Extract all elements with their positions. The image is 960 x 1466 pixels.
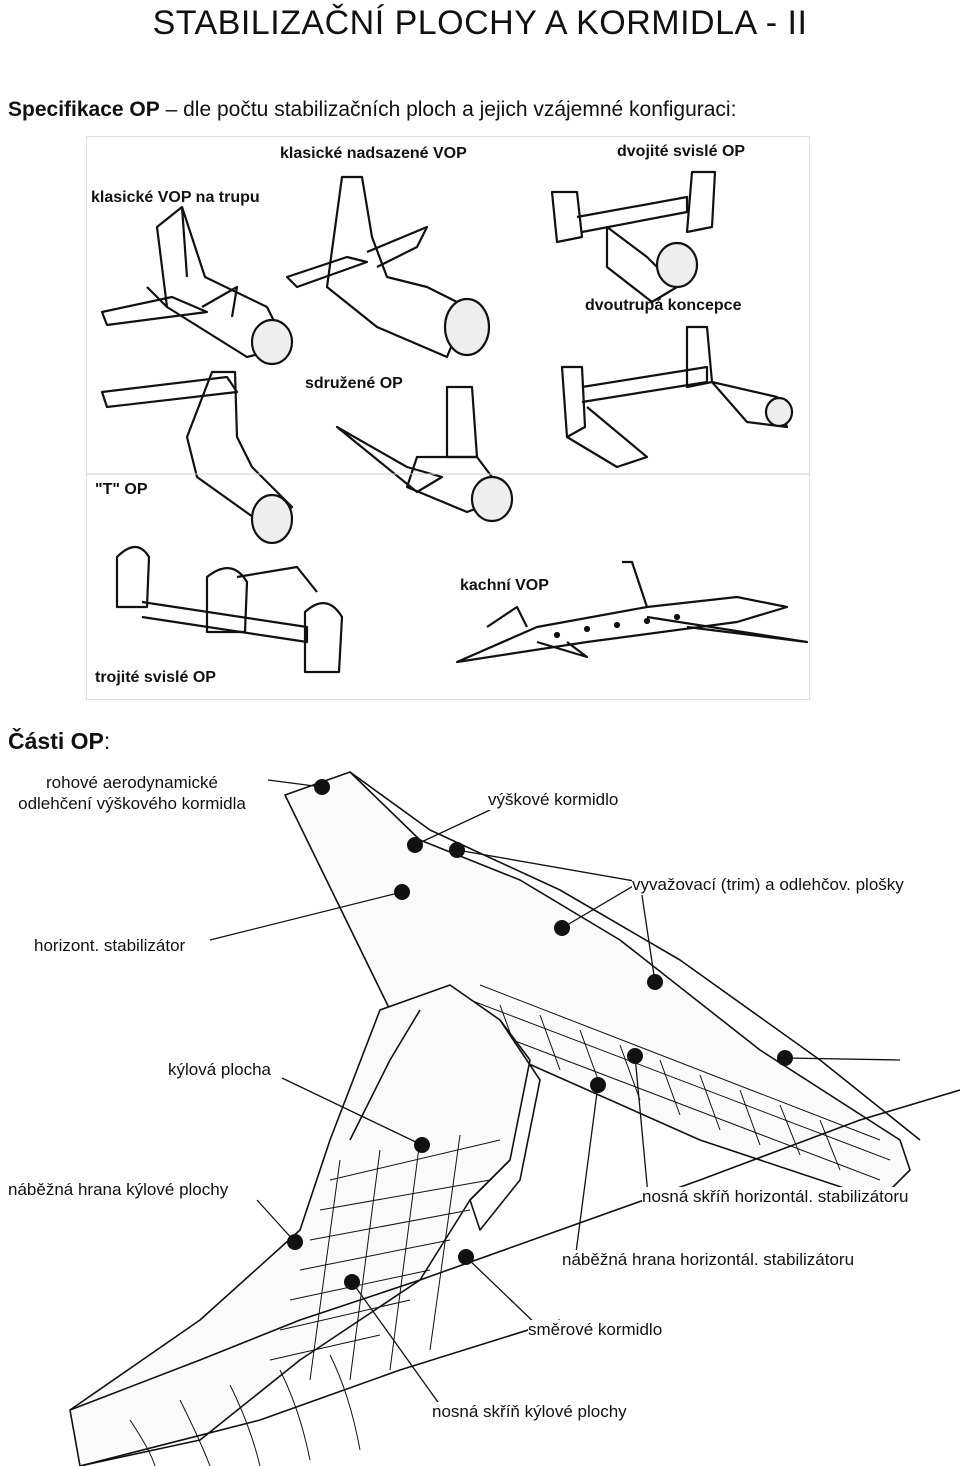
callout-fin: kýlová plocha [168, 1060, 272, 1080]
specification-heading: Specifikace OP [8, 98, 160, 121]
label-double-vertical: dvojité svislé OP [617, 143, 746, 160]
specification-text: dle počtu stabilizačních ploch a jejich … [183, 98, 737, 121]
page-title: STABILIZAČNÍ PLOCHY A KORMIDLA - II [152, 4, 808, 42]
tail-cutaway-drawing [69, 771, 960, 1466]
callout-dots [287, 779, 793, 1290]
callout-rudder: směrové kormidlo [528, 1320, 663, 1340]
parts-heading: Části OP: [8, 728, 110, 755]
canard-drawing [455, 560, 809, 664]
fuselage-frames [129, 1354, 361, 1466]
label-t-tail: "T" OP [95, 481, 148, 498]
label-twin-boom: dvoutrupá koncepce [585, 297, 742, 314]
t-tail-drawing [100, 370, 294, 545]
label-triple-vertical: trojité svislé OP [95, 669, 216, 686]
specification-line: Specifikace OP – dle počtu stabilizačníc… [8, 98, 736, 122]
specification-dash: – [165, 98, 178, 121]
parts-heading-text: Části OP [8, 728, 104, 754]
label-combined: sdružené OP [305, 375, 403, 392]
label-classic-fuselage: klasické VOP na trupu [91, 189, 260, 206]
classic-fuselage-drawing [100, 205, 294, 366]
callout-fin-leading-edge: náběžná hrana kýlové plochy [8, 1180, 229, 1200]
leader-lines [209, 779, 901, 1406]
configurations-drawing [87, 170, 809, 674]
fin-structure [269, 1134, 501, 1381]
callout-horn-balance: rohové aerodynamické odlehčení výškového… [4, 772, 260, 814]
configurations-illustration: klasické VOP na trupu klasické nadsazené… [86, 136, 810, 700]
callout-horizontal-stabilizer: horizont. stabilizátor [34, 936, 186, 956]
twin-boom-drawing [560, 325, 794, 469]
callout-fin-box: nosná skříň kýlové plochy [432, 1402, 627, 1422]
callout-elevator: výškové kormidlo [488, 790, 619, 810]
double-vertical-drawing [550, 170, 717, 304]
callout-trim-tabs: vyvažovací (trim) a odlehčov. plošky [632, 875, 904, 895]
label-canard: kachní VOP [460, 577, 549, 594]
label-classic-raised: klasické nadsazené VOP [280, 145, 467, 162]
callout-horn-balance-line2: odlehčení výškového kormidla [18, 794, 246, 813]
classic-raised-drawing [285, 175, 491, 359]
combined-drawing [335, 385, 514, 523]
callout-stabilizer-box: nosná skříň horizontál. stabilizátoru [642, 1187, 909, 1207]
callout-horn-balance-line1: rohové aerodynamické [46, 773, 218, 792]
parts-heading-colon: : [103, 728, 111, 754]
triple-vertical-drawing [115, 545, 344, 674]
callout-stabilizer-leading-edge: náběžná hrana horizontál. stabilizátoru [562, 1250, 855, 1270]
